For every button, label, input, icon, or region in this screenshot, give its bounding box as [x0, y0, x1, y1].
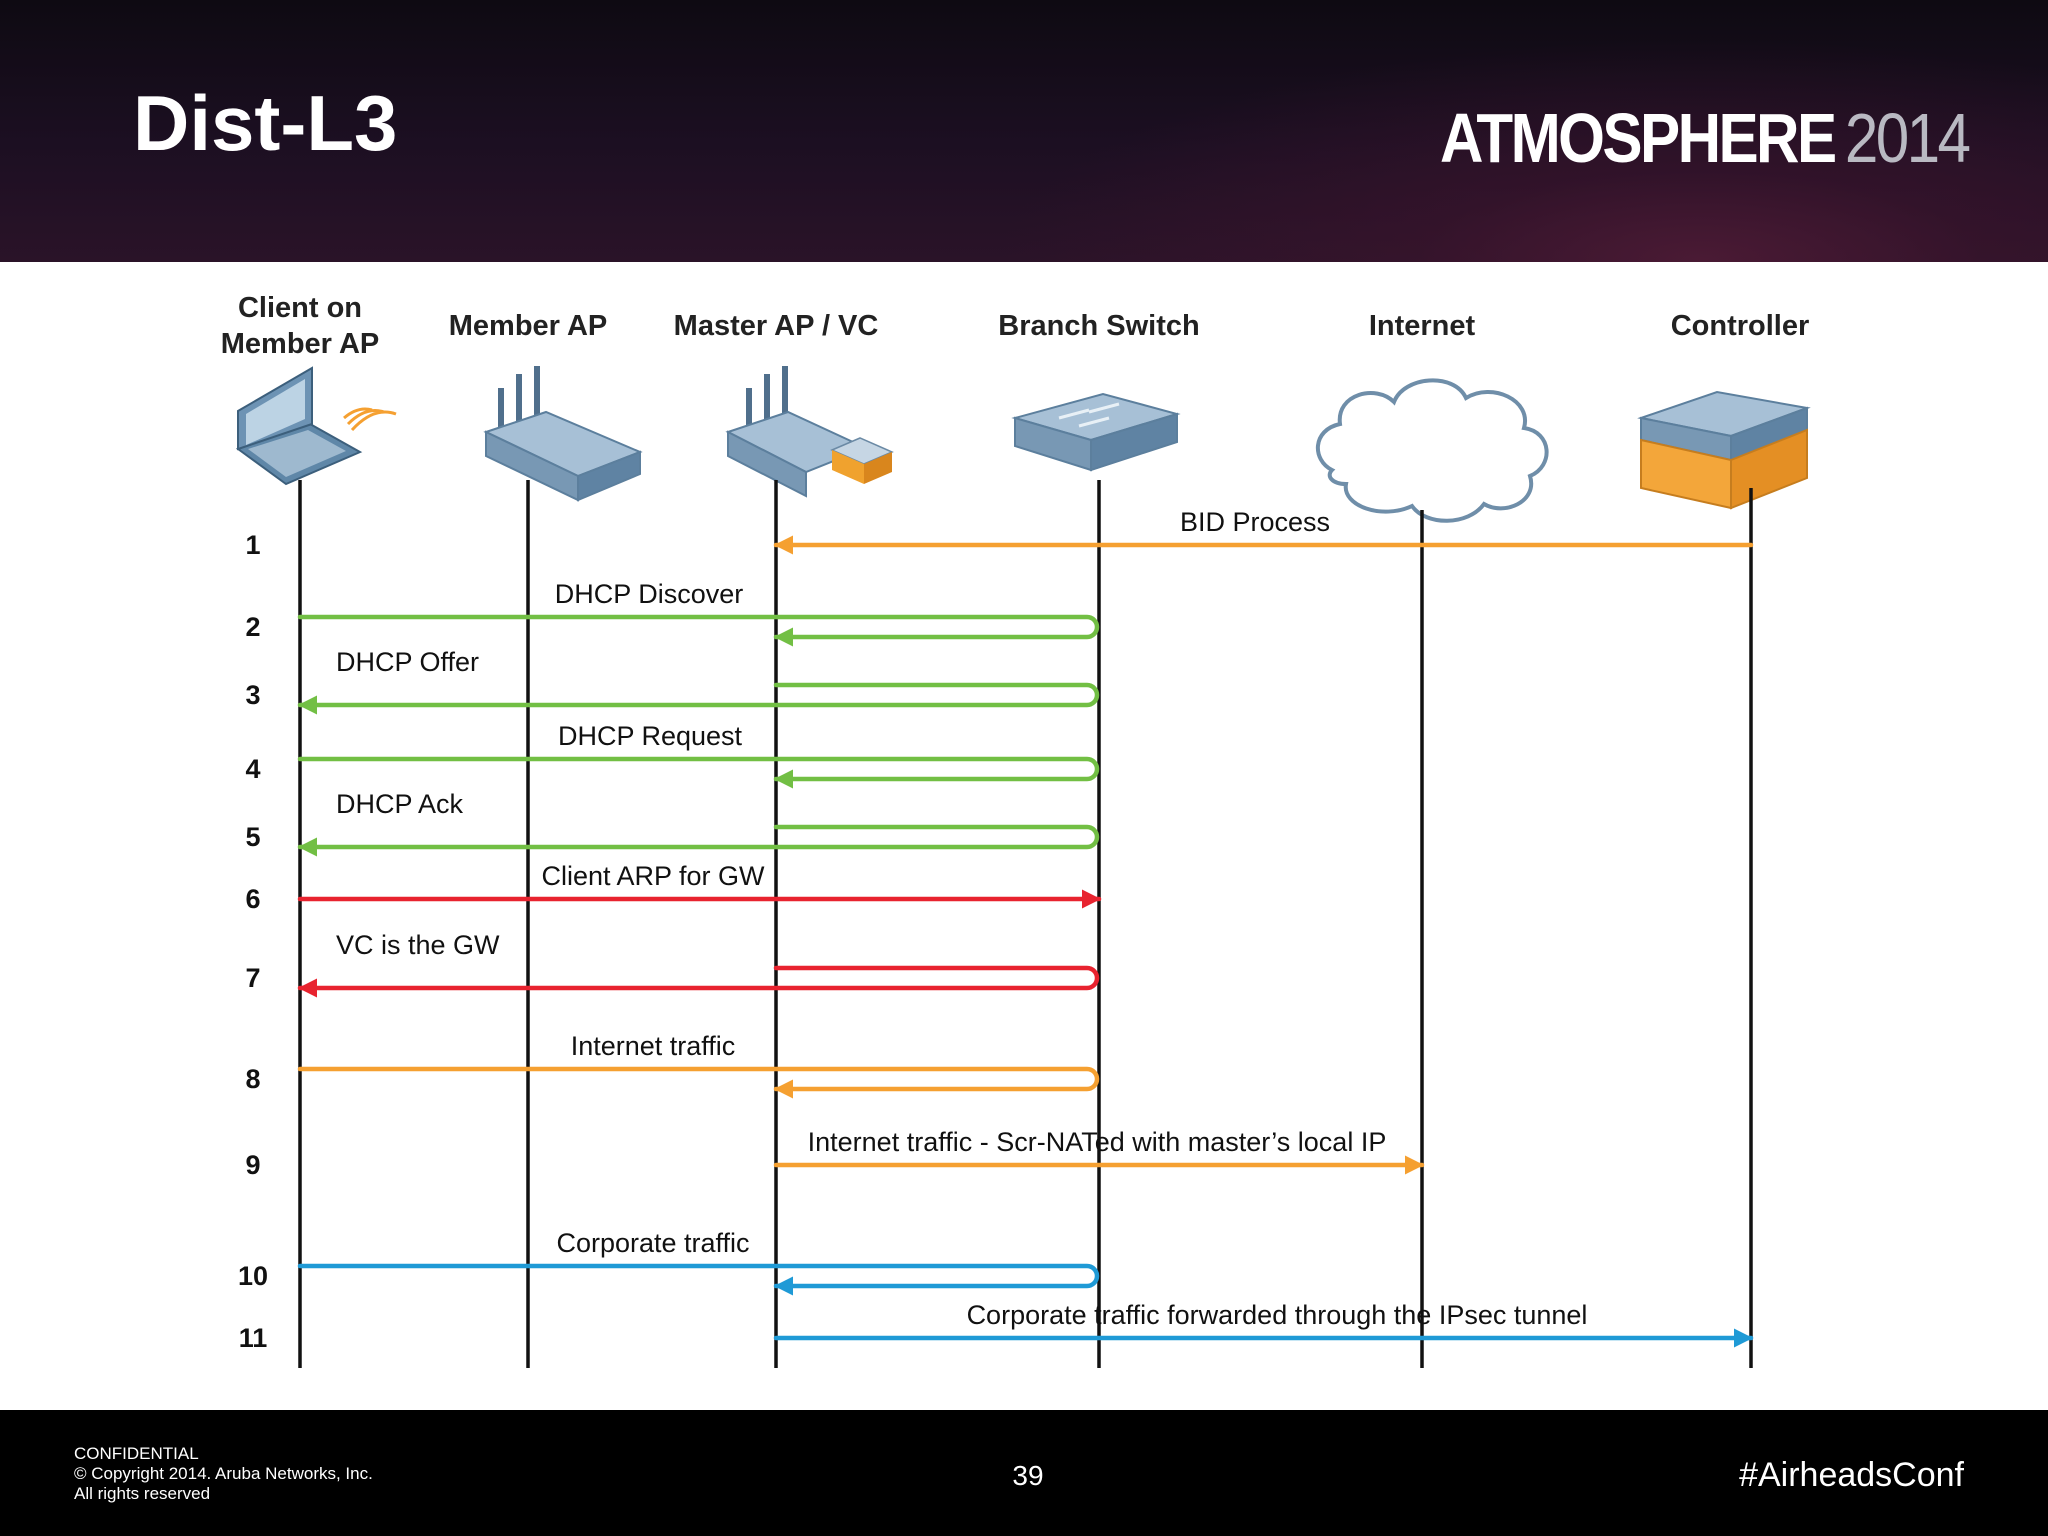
- confidential-label: CONFIDENTIAL: [74, 1444, 199, 1463]
- message-label: DHCP Request: [558, 721, 743, 751]
- step-number: 3: [245, 680, 260, 710]
- message-5: DHCP Ack: [297, 789, 1100, 857]
- message-loop: [297, 682, 1100, 715]
- step-number: 9: [245, 1150, 260, 1180]
- message-label: DHCP Offer: [336, 647, 479, 677]
- lane-title-master: Master AP / VC: [674, 310, 879, 342]
- laptop-icon: [235, 366, 397, 486]
- lane-title-client: Client on: [238, 292, 362, 324]
- message-loop: [297, 824, 1100, 857]
- brand-name: ATMOSPHERE: [1440, 99, 1837, 177]
- hashtag: #AirheadsConf: [1739, 1456, 1964, 1494]
- message-label: BID Process: [1180, 507, 1330, 537]
- step-number: 11: [239, 1323, 268, 1353]
- message-loop: [297, 1066, 1100, 1099]
- step-number: 6: [245, 884, 260, 914]
- step-numbers: 1 2 3 4 5 6 7 8 9 10 11: [238, 530, 268, 1353]
- message-9: Internet traffic - Scr-NATed with master…: [773, 1127, 1425, 1175]
- message-label: Internet traffic - Scr-NATed with master…: [808, 1127, 1387, 1157]
- message-3: DHCP Offer: [297, 647, 1100, 715]
- lane-title-internet: Internet: [1369, 310, 1476, 342]
- slide-content: Client on Member AP Member AP Master AP / V…: [0, 262, 2048, 1410]
- step-number: 10: [238, 1261, 268, 1291]
- page-number: 39: [1012, 1460, 1044, 1491]
- slide-title: Dist-L3: [133, 79, 398, 167]
- message-2: DHCP Discover: [297, 579, 1100, 647]
- lane-titles: Client on Member AP Member AP Master AP / V…: [221, 292, 1810, 360]
- cloud-icon: [1315, 378, 1549, 523]
- lane-title-controller: Controller: [1671, 310, 1810, 342]
- message-label: VC is the GW: [336, 930, 500, 960]
- step-number: 7: [245, 963, 260, 993]
- message-label: DHCP Discover: [555, 579, 744, 609]
- message-10: Corporate traffic: [297, 1228, 1100, 1296]
- message-6: Client ARP for GW: [297, 861, 1102, 909]
- step-number: 1: [245, 530, 260, 560]
- lane-title-member: Member AP: [449, 310, 607, 342]
- access-point-icon: [483, 366, 643, 502]
- message-loop: [297, 614, 1100, 647]
- message-loop: [297, 756, 1100, 789]
- lane-title-client: Member AP: [221, 328, 379, 360]
- message-label: Internet traffic: [571, 1031, 736, 1061]
- confidential-notice: CONFIDENTIAL © Copyright 2014. Aruba Net…: [74, 1444, 373, 1504]
- step-number: 2: [245, 612, 260, 642]
- message-loop: [297, 1263, 1100, 1296]
- message-7: VC is the GW: [297, 930, 1100, 998]
- controller-icon: [1637, 390, 1811, 510]
- slide-footer: CONFIDENTIAL © Copyright 2014. Aruba Net…: [0, 1410, 2048, 1536]
- copyright-text: © Copyright 2014. Aruba Networks, Inc.: [74, 1464, 373, 1483]
- message-label: Corporate traffic: [556, 1228, 749, 1258]
- rights-text: All rights reserved: [74, 1484, 211, 1503]
- message-4: DHCP Request: [297, 721, 1100, 789]
- message-loop: [297, 965, 1100, 998]
- access-point-vc-icon: [725, 366, 894, 498]
- lifelines: [298, 480, 1753, 1368]
- lane-title-switch: Branch Switch: [998, 310, 1199, 342]
- step-number: 5: [245, 822, 260, 852]
- message-1: BID Process: [773, 507, 1754, 555]
- message-11: Corporate traffic forwarded through the …: [773, 1300, 1754, 1348]
- device-icons: [235, 366, 1811, 523]
- message-8: Internet traffic: [297, 1031, 1100, 1099]
- message-label: DHCP Ack: [336, 789, 464, 819]
- step-number: 4: [245, 754, 260, 784]
- message-label: Corporate traffic forwarded through the …: [967, 1300, 1588, 1330]
- brand-year: 2014: [1844, 99, 1971, 177]
- message-label: Client ARP for GW: [541, 861, 765, 891]
- switch-icon: [1011, 392, 1181, 472]
- sequence-diagram: Client on Member AP Member AP Master AP / V…: [221, 292, 1811, 1368]
- step-number: 8: [245, 1064, 260, 1094]
